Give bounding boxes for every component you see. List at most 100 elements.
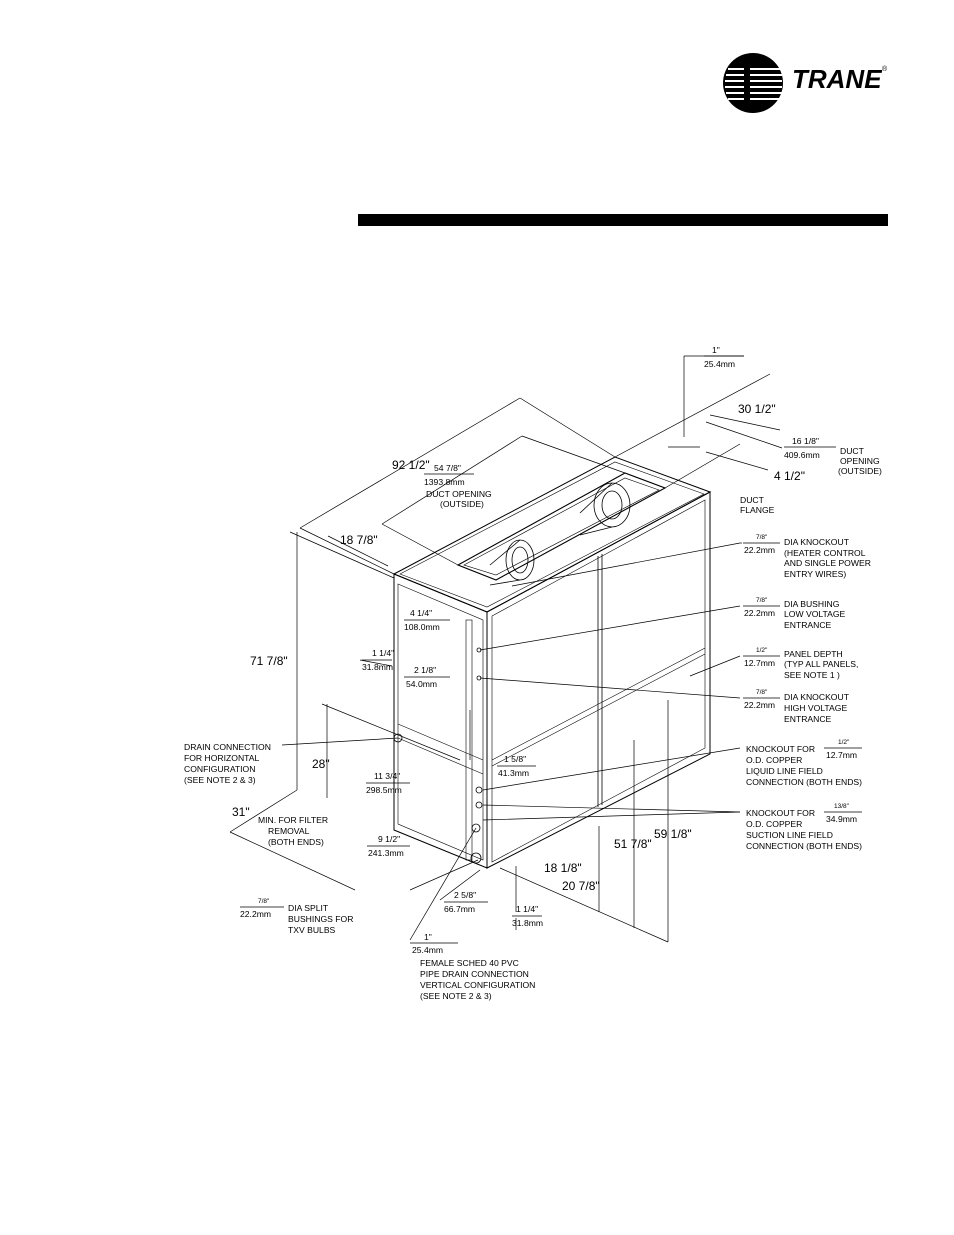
svg-text:DIA KNOCKOUT: DIA KNOCKOUT (784, 692, 850, 702)
dim-114mm: 31.8mm (512, 918, 543, 928)
dim-28: 28" (312, 757, 330, 771)
dim-16mm: 409.6mm (784, 450, 820, 460)
svg-text:TXV BULBS: TXV BULBS (288, 925, 336, 935)
dim-4-half: 4 1/2" (774, 469, 805, 483)
dim-9mm: 241.3mm (368, 848, 404, 858)
dim-11mm: 298.5mm (366, 785, 402, 795)
brand-wordmark: TRANE (792, 64, 882, 94)
dim-1in: 1" (712, 345, 720, 355)
svg-text:7/8": 7/8" (756, 689, 768, 696)
svg-text:DRAIN CONNECTION: DRAIN CONNECTION (184, 742, 271, 752)
knockouts (393, 647, 483, 864)
dim-92-half: 92 1/2" (392, 458, 430, 472)
dim-1qin: 1 1/4" (372, 648, 394, 658)
duct-opening-r-1: DUCT (840, 446, 865, 456)
svg-text:7/8": 7/8" (756, 534, 768, 541)
svg-text:PANEL DEPTH: PANEL DEPTH (784, 649, 843, 659)
svg-text:22.2mm: 22.2mm (744, 608, 775, 618)
fraction-bars (240, 355, 862, 944)
dimension-labels: 1" 25.4mm 30 1/2" 16 1/8" 409.6mm DUCT O… (232, 345, 882, 955)
svg-text:DIA BUSHING: DIA BUSHING (784, 599, 840, 609)
notes-left: DRAIN CONNECTION FOR HORIZONTAL CONFIGUR… (184, 742, 535, 1001)
svg-text:PIPE DRAIN CONNECTION: PIPE DRAIN CONNECTION (420, 969, 529, 979)
svg-text:FOR HORIZONTAL: FOR HORIZONTAL (184, 753, 259, 763)
dim-16in: 16 1/8" (792, 436, 819, 446)
trane-logo: TRANE ® (722, 52, 894, 114)
svg-text:SUCTION LINE FIELD: SUCTION LINE FIELD (746, 830, 833, 840)
svg-text:LIQUID LINE FIELD: LIQUID LINE FIELD (746, 766, 823, 776)
dim-15mm: 41.3mm (498, 768, 529, 778)
dim-23mm: 66.7mm (444, 904, 475, 914)
svg-text:CONNECTION (BOTH ENDS): CONNECTION (BOTH ENDS) (746, 777, 862, 787)
dim-1qmm: 31.8mm (362, 662, 393, 672)
dim-15in: 1 5/8" (504, 754, 526, 764)
dimension-lines (229, 355, 783, 943)
svg-text:(BOTH ENDS): (BOTH ENDS) (268, 837, 324, 847)
svg-text:22.2mm: 22.2mm (744, 545, 775, 555)
dim-78in: 7/8" (258, 898, 270, 905)
svg-text:13/8": 13/8" (834, 803, 850, 810)
svg-text:ENTRANCE: ENTRANCE (784, 620, 832, 630)
svg-text:1/2": 1/2" (838, 739, 850, 746)
svg-text:22.2mm: 22.2mm (744, 700, 775, 710)
svg-text:7/8": 7/8" (756, 597, 768, 604)
dim-20-7-8: 20 7/8" (562, 879, 600, 893)
svg-text:AND SINGLE POWER: AND SINGLE POWER (784, 558, 871, 568)
trane-circle-emblem (723, 53, 783, 113)
dim-54in: 54 7/8" (434, 463, 461, 473)
dim-59-1-8: 59 1/8" (654, 827, 692, 841)
dim-114in: 1 1/4" (516, 904, 538, 914)
dim-30-half: 30 1/2" (738, 402, 776, 416)
dim-78mm: 22.2mm (240, 909, 271, 919)
svg-text:SEE NOTE 1 ): SEE NOTE 1 ) (784, 670, 840, 680)
svg-text:CONNECTION (BOTH ENDS): CONNECTION (BOTH ENDS) (746, 841, 862, 851)
svg-text:(SEE NOTE 2 & 3): (SEE NOTE 2 & 3) (420, 991, 492, 1001)
svg-text:VERTICAL CONFIGURATION: VERTICAL CONFIGURATION (420, 980, 535, 990)
svg-text:ENTRANCE: ENTRANCE (784, 714, 832, 724)
svg-text:MIN. FOR FILTER: MIN. FOR FILTER (258, 815, 328, 825)
svg-text:(HEATER CONTROL: (HEATER CONTROL (784, 548, 866, 558)
svg-text:12.7mm: 12.7mm (744, 658, 775, 668)
notes-right: 7/8" 22.2mm DIA KNOCKOUT (HEATER CONTROL… (744, 534, 871, 851)
svg-text:(SEE NOTE 2 & 3): (SEE NOTE 2 & 3) (184, 775, 256, 785)
duct-opening-r-3: (OUTSIDE) (838, 466, 882, 476)
svg-text:O.D. COPPER: O.D. COPPER (746, 755, 802, 765)
dim-1b-mm: 25.4mm (412, 945, 443, 955)
dim-51-7-8: 51 7/8" (614, 837, 652, 851)
dim-23in: 2 5/8" (454, 890, 476, 900)
svg-text:O.D. COPPER: O.D. COPPER (746, 819, 802, 829)
duct-opening-c-1: DUCT OPENING (426, 489, 492, 499)
svg-text:CONFIGURATION: CONFIGURATION (184, 764, 255, 774)
dim-1b-in: 1" (424, 932, 432, 942)
dim-71-7-8: 71 7/8" (250, 654, 288, 668)
duct-flange-2: FLANGE (740, 505, 775, 515)
svg-text:ENTRY WIRES): ENTRY WIRES) (784, 569, 846, 579)
duct-opening-r-2: OPENING (840, 456, 880, 466)
dim-18-7-8: 18 7/8" (340, 533, 378, 547)
svg-text:KNOCKOUT FOR: KNOCKOUT FOR (746, 808, 815, 818)
dim-4qin: 4 1/4" (410, 608, 432, 618)
svg-text:(TYP ALL PANELS,: (TYP ALL PANELS, (784, 659, 858, 669)
dim-31: 31" (232, 805, 250, 819)
svg-text:BUSHINGS FOR: BUSHINGS FOR (288, 914, 353, 924)
dim-11in: 11 3/4" (374, 771, 400, 781)
svg-text:HIGH VOLTAGE: HIGH VOLTAGE (784, 703, 847, 713)
svg-text:KNOCKOUT FOR: KNOCKOUT FOR (746, 744, 815, 754)
duct-flange-1: DUCT (740, 495, 765, 505)
dim-1mm: 25.4mm (704, 359, 735, 369)
duct-opening-c-2: (OUTSIDE) (440, 499, 484, 509)
svg-text:DIA SPLIT: DIA SPLIT (288, 903, 329, 913)
dim-2in: 2 1/8" (414, 665, 436, 675)
header-rule (358, 214, 888, 226)
svg-text:1/2": 1/2" (756, 647, 768, 654)
registered-mark: ® (882, 66, 888, 73)
dim-54mm: 1393.8mm (424, 477, 465, 487)
svg-text:34.9mm: 34.9mm (826, 814, 857, 824)
dim-18-1-8: 18 1/8" (544, 861, 582, 875)
unit-front-face (393, 573, 488, 869)
unit-side-face (486, 491, 711, 869)
svg-text:LOW VOLTAGE: LOW VOLTAGE (784, 609, 846, 619)
svg-text:FEMALE SCHED 40 PVC: FEMALE SCHED 40 PVC (420, 958, 519, 968)
svg-text:DIA KNOCKOUT: DIA KNOCKOUT (784, 537, 850, 547)
svg-text:12.7mm: 12.7mm (826, 750, 857, 760)
